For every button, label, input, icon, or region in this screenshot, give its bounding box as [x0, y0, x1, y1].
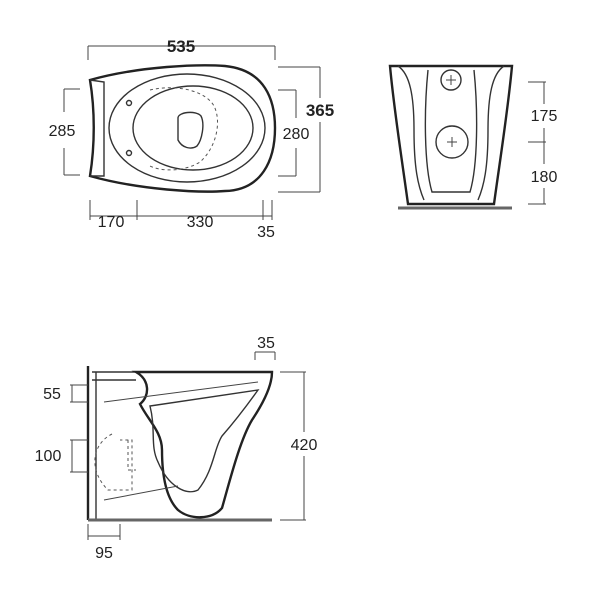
rear-lower-label: 180: [531, 169, 558, 186]
side-bottom-label: 95: [95, 545, 113, 562]
top-width-dimline: [87, 45, 276, 60]
side-outlet-label: 100: [35, 448, 62, 465]
rear-inlet-icon: [440, 69, 462, 91]
hidden-bowl-line: [147, 87, 218, 171]
trap-line: [103, 485, 179, 501]
inlet-cross-icon: [446, 75, 456, 85]
side-outlet-dimline: [70, 439, 88, 473]
side-height-label: 420: [291, 437, 318, 454]
rear-upper-label: 175: [531, 108, 558, 125]
hidden-trap: [94, 433, 133, 491]
top-seg-mid-label: 330: [187, 214, 214, 231]
flush-line: [103, 381, 259, 403]
top-seg-right-label: 35: [257, 224, 275, 241]
side-view: 35 55 100 420 95: [35, 335, 318, 562]
top-inner-height-dimline: [278, 89, 297, 177]
rear-body-outline: [388, 64, 514, 206]
rear-recess: [424, 69, 478, 193]
side-height-dimline: [280, 371, 306, 521]
hinge-hole-icon: [125, 149, 133, 157]
side-inlet-label: 55: [43, 386, 61, 403]
top-left-height-dimline: [63, 88, 80, 176]
top-seg-left-label: 170: [98, 214, 125, 231]
seat-outline: [108, 73, 266, 183]
side-bottom-dimline: [87, 524, 121, 540]
rear-view: 175 180: [388, 64, 558, 210]
inner-rim: [132, 85, 254, 171]
hidden-outlet: [127, 440, 136, 471]
side-top-dimline: [254, 351, 276, 360]
bowl-side-outline: [131, 370, 274, 519]
top-inner-height-label: 280: [283, 126, 310, 143]
rear-outlet-icon: [435, 125, 469, 159]
rear-inner-left: [397, 65, 425, 201]
side-top-offset-label: 35: [257, 335, 275, 352]
wall-plate: [92, 371, 136, 520]
bowl-outline: [88, 64, 277, 193]
rear-inner-right: [477, 65, 505, 201]
top-width-label: 535: [167, 37, 195, 56]
top-outer-height-dimline: [278, 66, 321, 193]
hinge-hole-icon: [125, 99, 133, 107]
rear-dimline: [528, 81, 546, 205]
top-outer-height-label: 365: [306, 101, 334, 120]
drain-opening: [177, 111, 204, 149]
top-view: 535 285 280 365 170 330 35: [49, 37, 335, 241]
rear-plate: [89, 79, 105, 177]
bowl-cavity: [149, 389, 260, 493]
top-left-height-label: 285: [49, 123, 76, 140]
top-chain-dimline: [89, 200, 273, 220]
outlet-cross-icon: [447, 137, 457, 147]
side-inlet-dimline: [70, 384, 88, 403]
